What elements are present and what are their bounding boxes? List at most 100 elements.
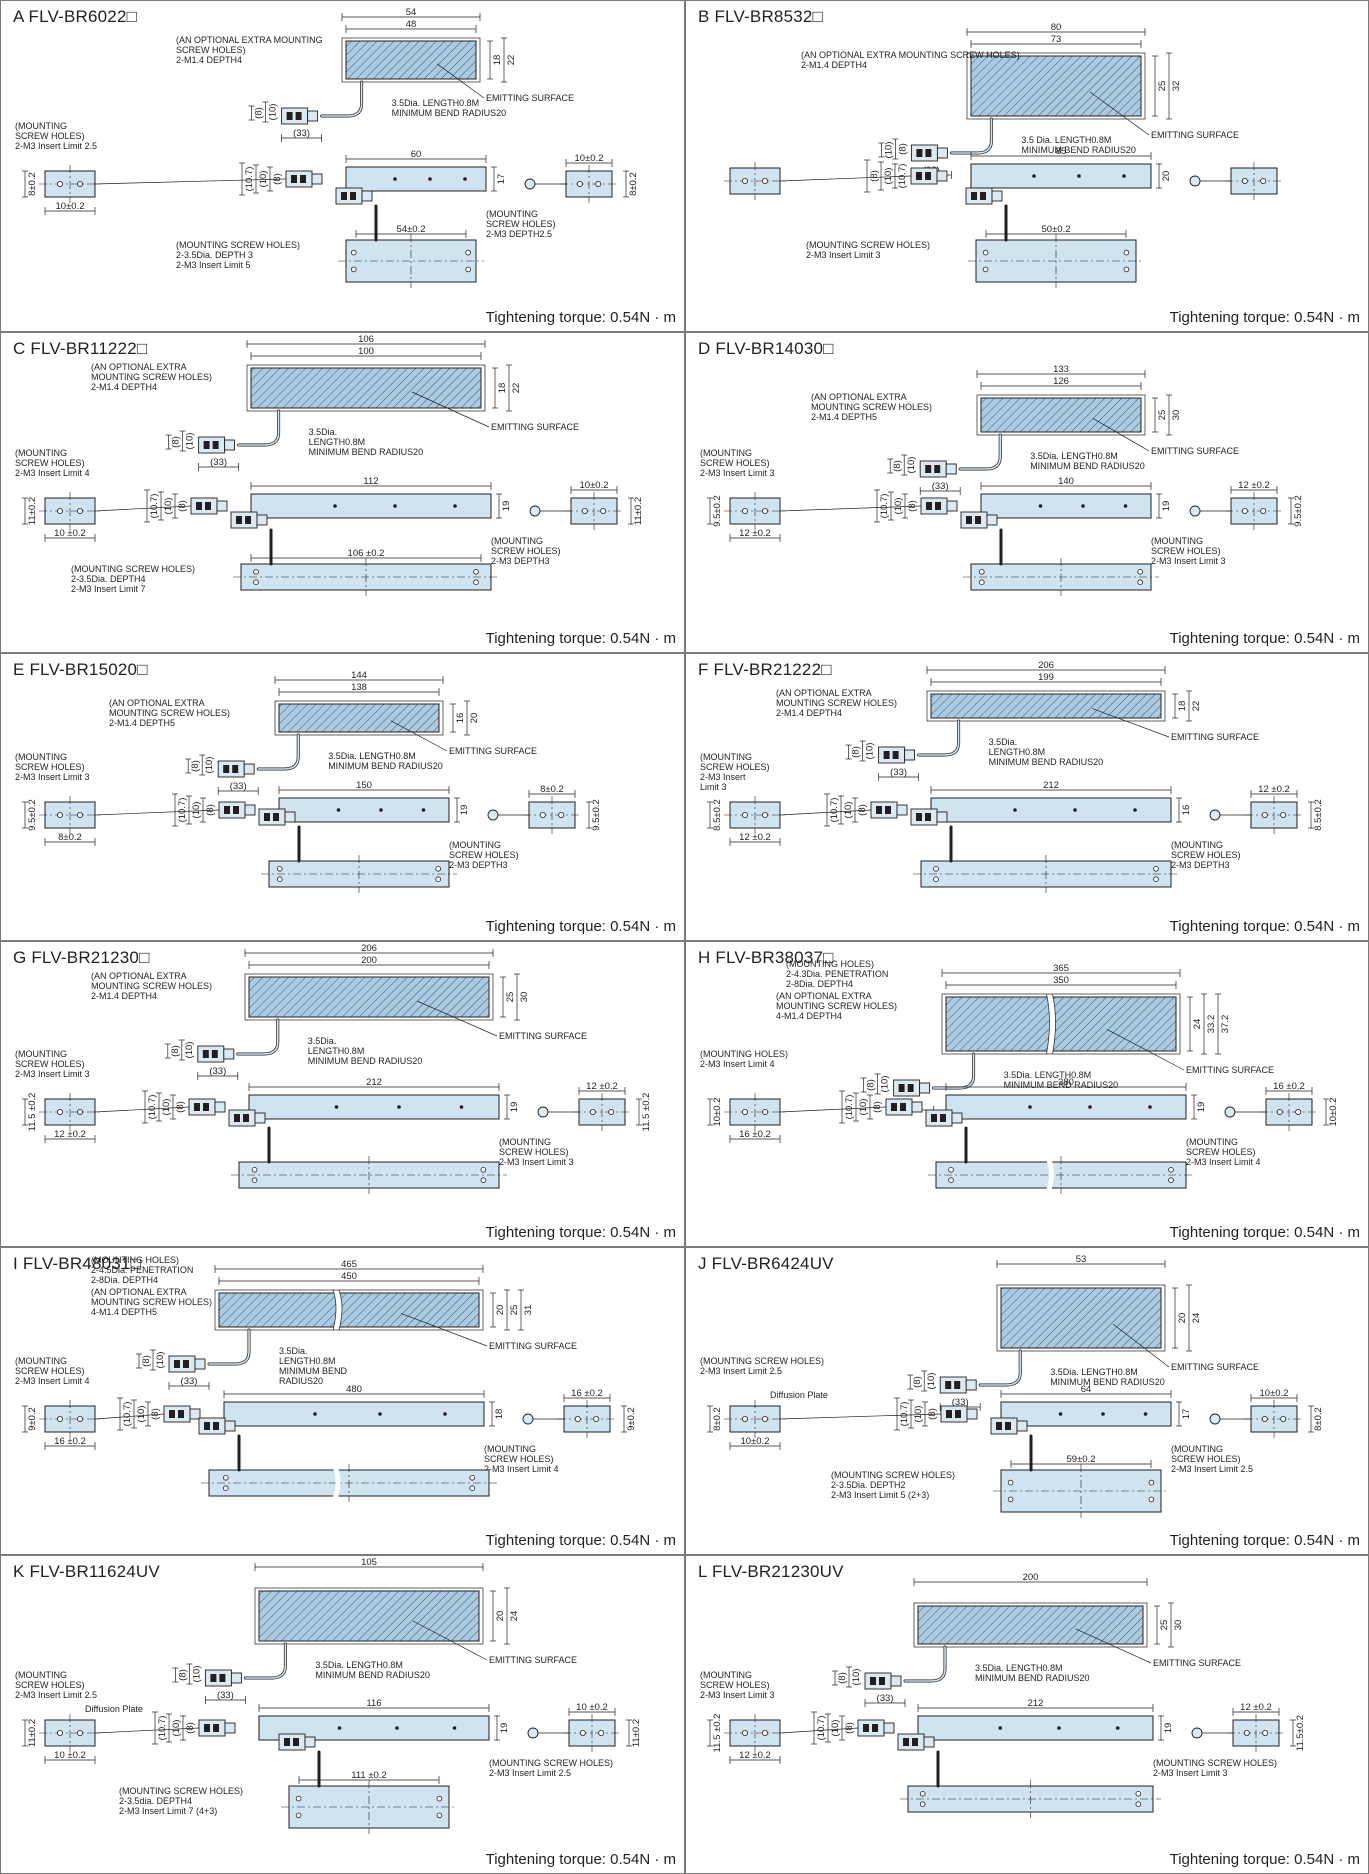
bottom-connector bbox=[910, 808, 948, 826]
tightening-torque-note: Tightening torque: 0.54N · m bbox=[485, 1532, 676, 1549]
dim-right-height: 8.5±0.2 bbox=[1313, 799, 1324, 831]
dim-side-width: 212 bbox=[366, 1077, 382, 1088]
cable bbox=[207, 1328, 251, 1366]
mount-hole bbox=[579, 1729, 586, 1736]
side-view-body bbox=[945, 1094, 1187, 1120]
dim-right-height: 11±0.2 bbox=[631, 1719, 642, 1747]
dim-side-d3: (8) bbox=[175, 1101, 186, 1113]
note-extra-holes-line-1: (AN OPTIONAL EXTRA bbox=[776, 991, 872, 1001]
note-mount-right-line-3: 2-M3 DEPTH3 bbox=[491, 556, 550, 566]
dim-right-width: 10±0.2 bbox=[575, 153, 604, 164]
screw-point bbox=[397, 1105, 401, 1109]
note-mount-left-line-1: (MOUNTING bbox=[15, 1670, 67, 1680]
tightening-torque-note: Tightening torque: 0.54N · m bbox=[1169, 1224, 1360, 1241]
cable bbox=[932, 1052, 976, 1090]
dim-side-width: 212 bbox=[1028, 1698, 1044, 1709]
mount-hole bbox=[57, 507, 64, 514]
note-emitting-surface: EMITTING SURFACE bbox=[499, 1031, 587, 1041]
bottom-mount-hole bbox=[1168, 1177, 1174, 1184]
note-mount-bottom-line-1: (MOUNTING SCREW HOLES) bbox=[119, 1786, 243, 1796]
note-mount-right-line-3: 2-M3 Insert Limit 4 bbox=[1186, 1157, 1261, 1167]
dim-bottom-width: 50±0.2 bbox=[1042, 224, 1071, 235]
dim-side-height: 19 bbox=[499, 1723, 510, 1734]
note-mount-left-line-3: 2-M3 Insert Limit 2.5 bbox=[15, 141, 97, 151]
dim-connector-b: (8) bbox=[170, 1045, 181, 1057]
right-end-bracket bbox=[1245, 1400, 1303, 1438]
emitting-surface bbox=[258, 1590, 480, 1642]
right-end-bracket bbox=[1225, 162, 1283, 200]
note-mount-left-line-3: 2-M3 Insert Limit 3 bbox=[15, 1069, 90, 1079]
bottom-mount-hole bbox=[982, 249, 989, 256]
left-end-bracket bbox=[724, 1400, 786, 1438]
dim-cable-length: (33) bbox=[293, 128, 310, 139]
panel-title: G FLV-BR21230□ bbox=[13, 948, 150, 967]
right-cable-end bbox=[1209, 809, 1221, 821]
side-view-body bbox=[980, 493, 1152, 519]
dim-height-b: 24 bbox=[1191, 1313, 1202, 1324]
panel-title: C FLV-BR11222□ bbox=[13, 339, 148, 358]
right-end-bracket bbox=[1225, 492, 1283, 530]
dim-side-d5: (10.7) bbox=[816, 1716, 827, 1741]
screw-point bbox=[1013, 808, 1017, 812]
right-cable-end bbox=[1189, 175, 1201, 187]
note-diffusion-plate: Diffusion Plate bbox=[85, 1704, 143, 1714]
mount-hole bbox=[1261, 1415, 1268, 1422]
panel-title: K FLV-BR11624UV bbox=[13, 1562, 160, 1581]
tightening-torque-note: Tightening torque: 0.54N · m bbox=[1169, 1532, 1360, 1549]
bottom-mount-hole bbox=[295, 1812, 302, 1819]
side-connector bbox=[188, 1098, 226, 1116]
bottom-mount-hole bbox=[295, 1795, 302, 1802]
bottom-mount-hole bbox=[350, 249, 357, 256]
bottom-connector bbox=[258, 808, 296, 826]
right-cable-end bbox=[522, 1413, 534, 1425]
note-emitting-surface: EMITTING SURFACE bbox=[489, 1655, 577, 1665]
dim-connector-b: (10) bbox=[883, 142, 894, 159]
bottom-mount-hole bbox=[1137, 569, 1144, 575]
left-end-bracket bbox=[724, 162, 786, 200]
dim-inner-width: 48 bbox=[406, 19, 417, 30]
dim-inner-width: 199 bbox=[1038, 672, 1054, 683]
note-extra-holes-line-2: MOUNTING SCREW HOLES) bbox=[91, 981, 212, 991]
bottom-mount-hole bbox=[1007, 1496, 1014, 1503]
bottom-connector bbox=[228, 1109, 266, 1127]
dim-connector-a: (10) bbox=[926, 1373, 937, 1390]
dim-side-height: 19 bbox=[501, 501, 512, 512]
mount-hole bbox=[598, 1729, 605, 1736]
dim-height-a: 18 bbox=[497, 383, 508, 394]
note-cable-spec-line-3: MINIMUM BEND bbox=[279, 1366, 347, 1376]
cable bbox=[256, 733, 300, 771]
dim-outer-width: 200 bbox=[1023, 1572, 1039, 1583]
drawing-panel-a: A FLV-BR6022□Tightening torque: 0.54N · … bbox=[0, 0, 685, 332]
dim-left-width: 12 ±0.2 bbox=[54, 1129, 86, 1140]
mount-hole bbox=[742, 811, 749, 818]
mount-hole bbox=[742, 177, 749, 184]
dim-side-width: 212 bbox=[1043, 780, 1059, 791]
right-cable-end bbox=[1191, 1727, 1203, 1739]
note-cable-spec-line-1: 3.5Dia. LENGTH0.8M bbox=[328, 751, 416, 761]
note-mount-left-line-3: 2-M3 Insert Limit 3 bbox=[700, 468, 775, 478]
screw-point bbox=[1077, 174, 1081, 178]
side-connector bbox=[285, 170, 323, 188]
note-mount-left-line-3: 2-M3 Insert bbox=[700, 772, 746, 782]
note-cable-spec-line-2: MINIMUM BEND RADIUS20 bbox=[392, 108, 507, 118]
note-cable-spec-line-1: 3.5Dia. LENGTH0.8M bbox=[315, 1660, 403, 1670]
note-mount-right-line-2: SCREW HOLES) bbox=[499, 1147, 569, 1157]
bottom-mount-hole bbox=[1148, 1496, 1155, 1503]
dim-side-d4: (10) bbox=[136, 1406, 147, 1423]
note-mount-bottom-line-2: 2-3.5Dia. DEPTH 3 bbox=[176, 250, 253, 260]
note-cable-spec-line-1: 3.5Dia. bbox=[309, 427, 338, 437]
note-mount-bottom-line-1: (MOUNTING SCREW HOLES) bbox=[71, 564, 195, 574]
screw-point bbox=[421, 808, 426, 812]
dim-left-height: 8.5±0.2 bbox=[712, 799, 723, 831]
screw-point bbox=[1028, 1105, 1032, 1109]
mount-hole bbox=[1295, 1108, 1302, 1115]
mount-hole bbox=[762, 1729, 769, 1736]
note-emitting-surface: EMITTING SURFACE bbox=[489, 1341, 577, 1351]
note-mount-bottom-line-1: (MOUNTING SCREW HOLES) bbox=[831, 1470, 955, 1480]
